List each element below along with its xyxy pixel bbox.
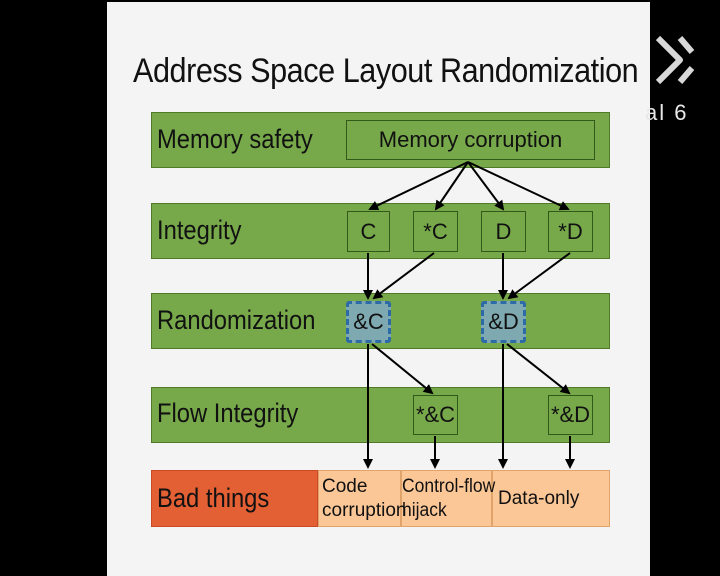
arrow-memory-corruption-to-d bbox=[467, 161, 505, 211]
outcome-code-corruption: Code corruption bbox=[322, 476, 407, 521]
label-randomization: Randomization bbox=[157, 305, 316, 335]
node-star-addr-c: *&C bbox=[413, 395, 458, 435]
band-flow-integrity bbox=[151, 387, 610, 443]
channel-logo-text: al 6 bbox=[645, 100, 689, 125]
outcome-data-only: Data-only bbox=[498, 488, 580, 509]
outcome-control-flow-hijack: Control-flow hijack bbox=[402, 476, 496, 521]
arrow-memory-corruption-to-c bbox=[368, 161, 469, 211]
node-star-c: *C bbox=[413, 211, 458, 252]
arrow-addr-d-to-star-addr-d bbox=[506, 343, 571, 395]
outcome-code-corruption-cell bbox=[318, 470, 401, 527]
node-d: D bbox=[481, 211, 526, 252]
label-memory-safety: Memory safety bbox=[157, 124, 313, 154]
node-addr-c: &C bbox=[346, 301, 391, 343]
outcome-control-flow-hijack-cell bbox=[401, 470, 492, 527]
outcome-data-only-cell bbox=[492, 470, 610, 527]
channel-logo-icon bbox=[655, 35, 695, 85]
node-star-addr-d: *&D bbox=[548, 395, 593, 435]
node-star-d: *D bbox=[548, 211, 593, 252]
bad-things-cell bbox=[151, 470, 318, 527]
arrow-addr-c-to-star-addr-c bbox=[371, 343, 434, 395]
node-c: C bbox=[347, 211, 390, 252]
label-flow-integrity: Flow Integrity bbox=[157, 398, 299, 428]
label-bad-things: Bad things bbox=[157, 483, 270, 513]
node-addr-d: &D bbox=[481, 301, 526, 343]
arrow-star-d-to-addr-d bbox=[507, 252, 571, 300]
arrow-star-c-to-addr-c bbox=[372, 252, 435, 300]
arrow-memory-corruption-to-star-d bbox=[467, 161, 570, 211]
arrow-memory-corruption-to-star-c bbox=[434, 161, 469, 211]
label-integrity: Integrity bbox=[157, 215, 242, 245]
node-memory-corruption: Memory corruption bbox=[346, 120, 595, 160]
slide-title: Address Space Layout Randomization bbox=[133, 52, 639, 90]
